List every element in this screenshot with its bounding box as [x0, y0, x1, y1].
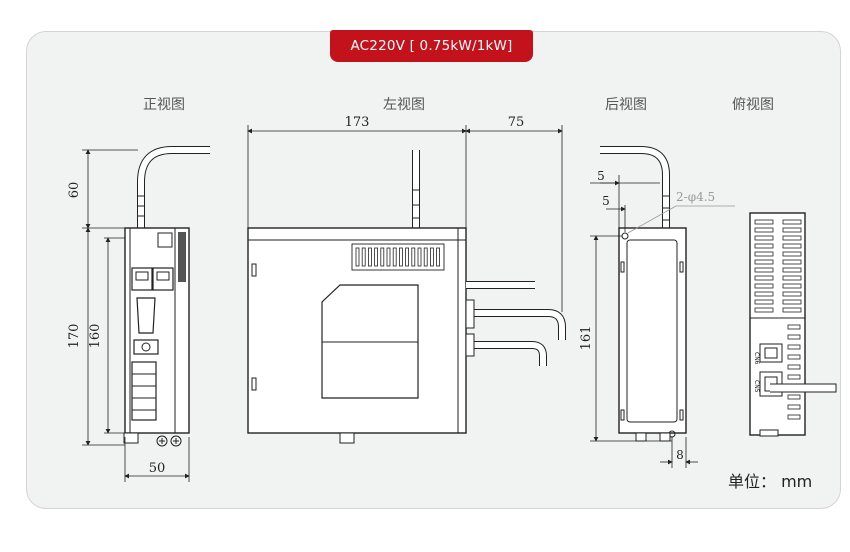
- top-vent-slot: [782, 227, 802, 233]
- dim-rear-offset-b: 5: [602, 194, 610, 208]
- rear-view: [590, 146, 735, 468]
- top-vent-slot: [782, 283, 802, 289]
- vent-slot: [423, 247, 428, 267]
- top-view: [749, 212, 837, 437]
- top-vent-slot: [787, 404, 801, 410]
- top-vent-slot: [754, 243, 774, 249]
- top-vent-slot: [787, 354, 801, 360]
- top-view-labels: CN6 CN5: [753, 352, 760, 393]
- svg-text:CN6: CN6: [753, 352, 760, 365]
- top-vent-slot: [754, 219, 774, 225]
- vent-slot: [380, 247, 385, 267]
- vent-slot: [355, 247, 360, 267]
- front-view: [82, 146, 210, 482]
- top-vent-slot: [754, 307, 774, 313]
- top-vent-slot: [787, 324, 801, 330]
- vent-slot: [367, 247, 372, 267]
- top-vent-slot: [754, 299, 774, 305]
- vent-slot: [417, 247, 422, 267]
- top-vent-slot: [787, 394, 801, 400]
- top-vent-slot: [782, 291, 802, 297]
- vent-slot: [392, 247, 397, 267]
- top-vent-slot: [782, 259, 802, 265]
- top-vent-slot: [782, 235, 802, 241]
- spec-tag: AC220V [ 0.75kW/1kW]: [330, 30, 533, 62]
- top-vent-slot: [754, 283, 774, 289]
- vent-slot: [436, 247, 441, 267]
- top-vent-slot: [754, 275, 774, 281]
- top-vent-slot: [754, 291, 774, 297]
- top-vent-slot: [782, 299, 802, 305]
- svg-text:CN5: CN5: [753, 380, 760, 393]
- top-vent-slot: [787, 364, 801, 370]
- dim-rear-offset-a: 5: [597, 169, 605, 183]
- left-view-title: 左视图: [383, 97, 425, 113]
- rear-view-title: 后视图: [605, 97, 647, 113]
- dim-rear-spacing: 161: [579, 326, 594, 351]
- dim-left-depth: 173: [345, 115, 370, 130]
- front-view-title: 正视图: [143, 97, 185, 113]
- top-vent-slot: [787, 344, 801, 350]
- dim-front-body: 160: [88, 324, 103, 349]
- vent-slot: [405, 247, 410, 267]
- vent-slot: [374, 247, 379, 267]
- top-vent-slot: [787, 334, 801, 340]
- unit-label: 单位： mm: [728, 472, 813, 491]
- dim-front-cable: 60: [67, 182, 82, 199]
- left-view: [247, 125, 566, 444]
- top-vent-slot: [754, 259, 774, 265]
- top-vent-slot: [787, 414, 801, 420]
- top-vent-slot: [782, 219, 802, 225]
- dim-rear-hole: 2-φ4.5: [676, 190, 715, 204]
- top-vent-slot: [754, 267, 774, 273]
- dim-rear-bottom: 8: [676, 448, 684, 462]
- dim-front-total: 170: [67, 324, 82, 349]
- top-vent-slot: [782, 267, 802, 273]
- vent-slot: [411, 247, 416, 267]
- top-vent-slot: [782, 307, 802, 313]
- top-vent-slot: [754, 235, 774, 241]
- vent-slot: [361, 247, 366, 267]
- top-vent-slot: [754, 251, 774, 257]
- top-vent-slot: [787, 374, 801, 380]
- vent-slot: [398, 247, 403, 267]
- vent-slot: [429, 247, 434, 267]
- top-vent-slot: [754, 227, 774, 233]
- dim-front-width: 50: [149, 461, 166, 476]
- vent-slot: [386, 247, 391, 267]
- top-vent-slot: [782, 243, 802, 249]
- dim-left-connector: 75: [508, 115, 525, 130]
- top-vent-slot: [782, 251, 802, 257]
- top-view-title: 俯视图: [732, 97, 774, 113]
- top-vent-slot: [782, 275, 802, 281]
